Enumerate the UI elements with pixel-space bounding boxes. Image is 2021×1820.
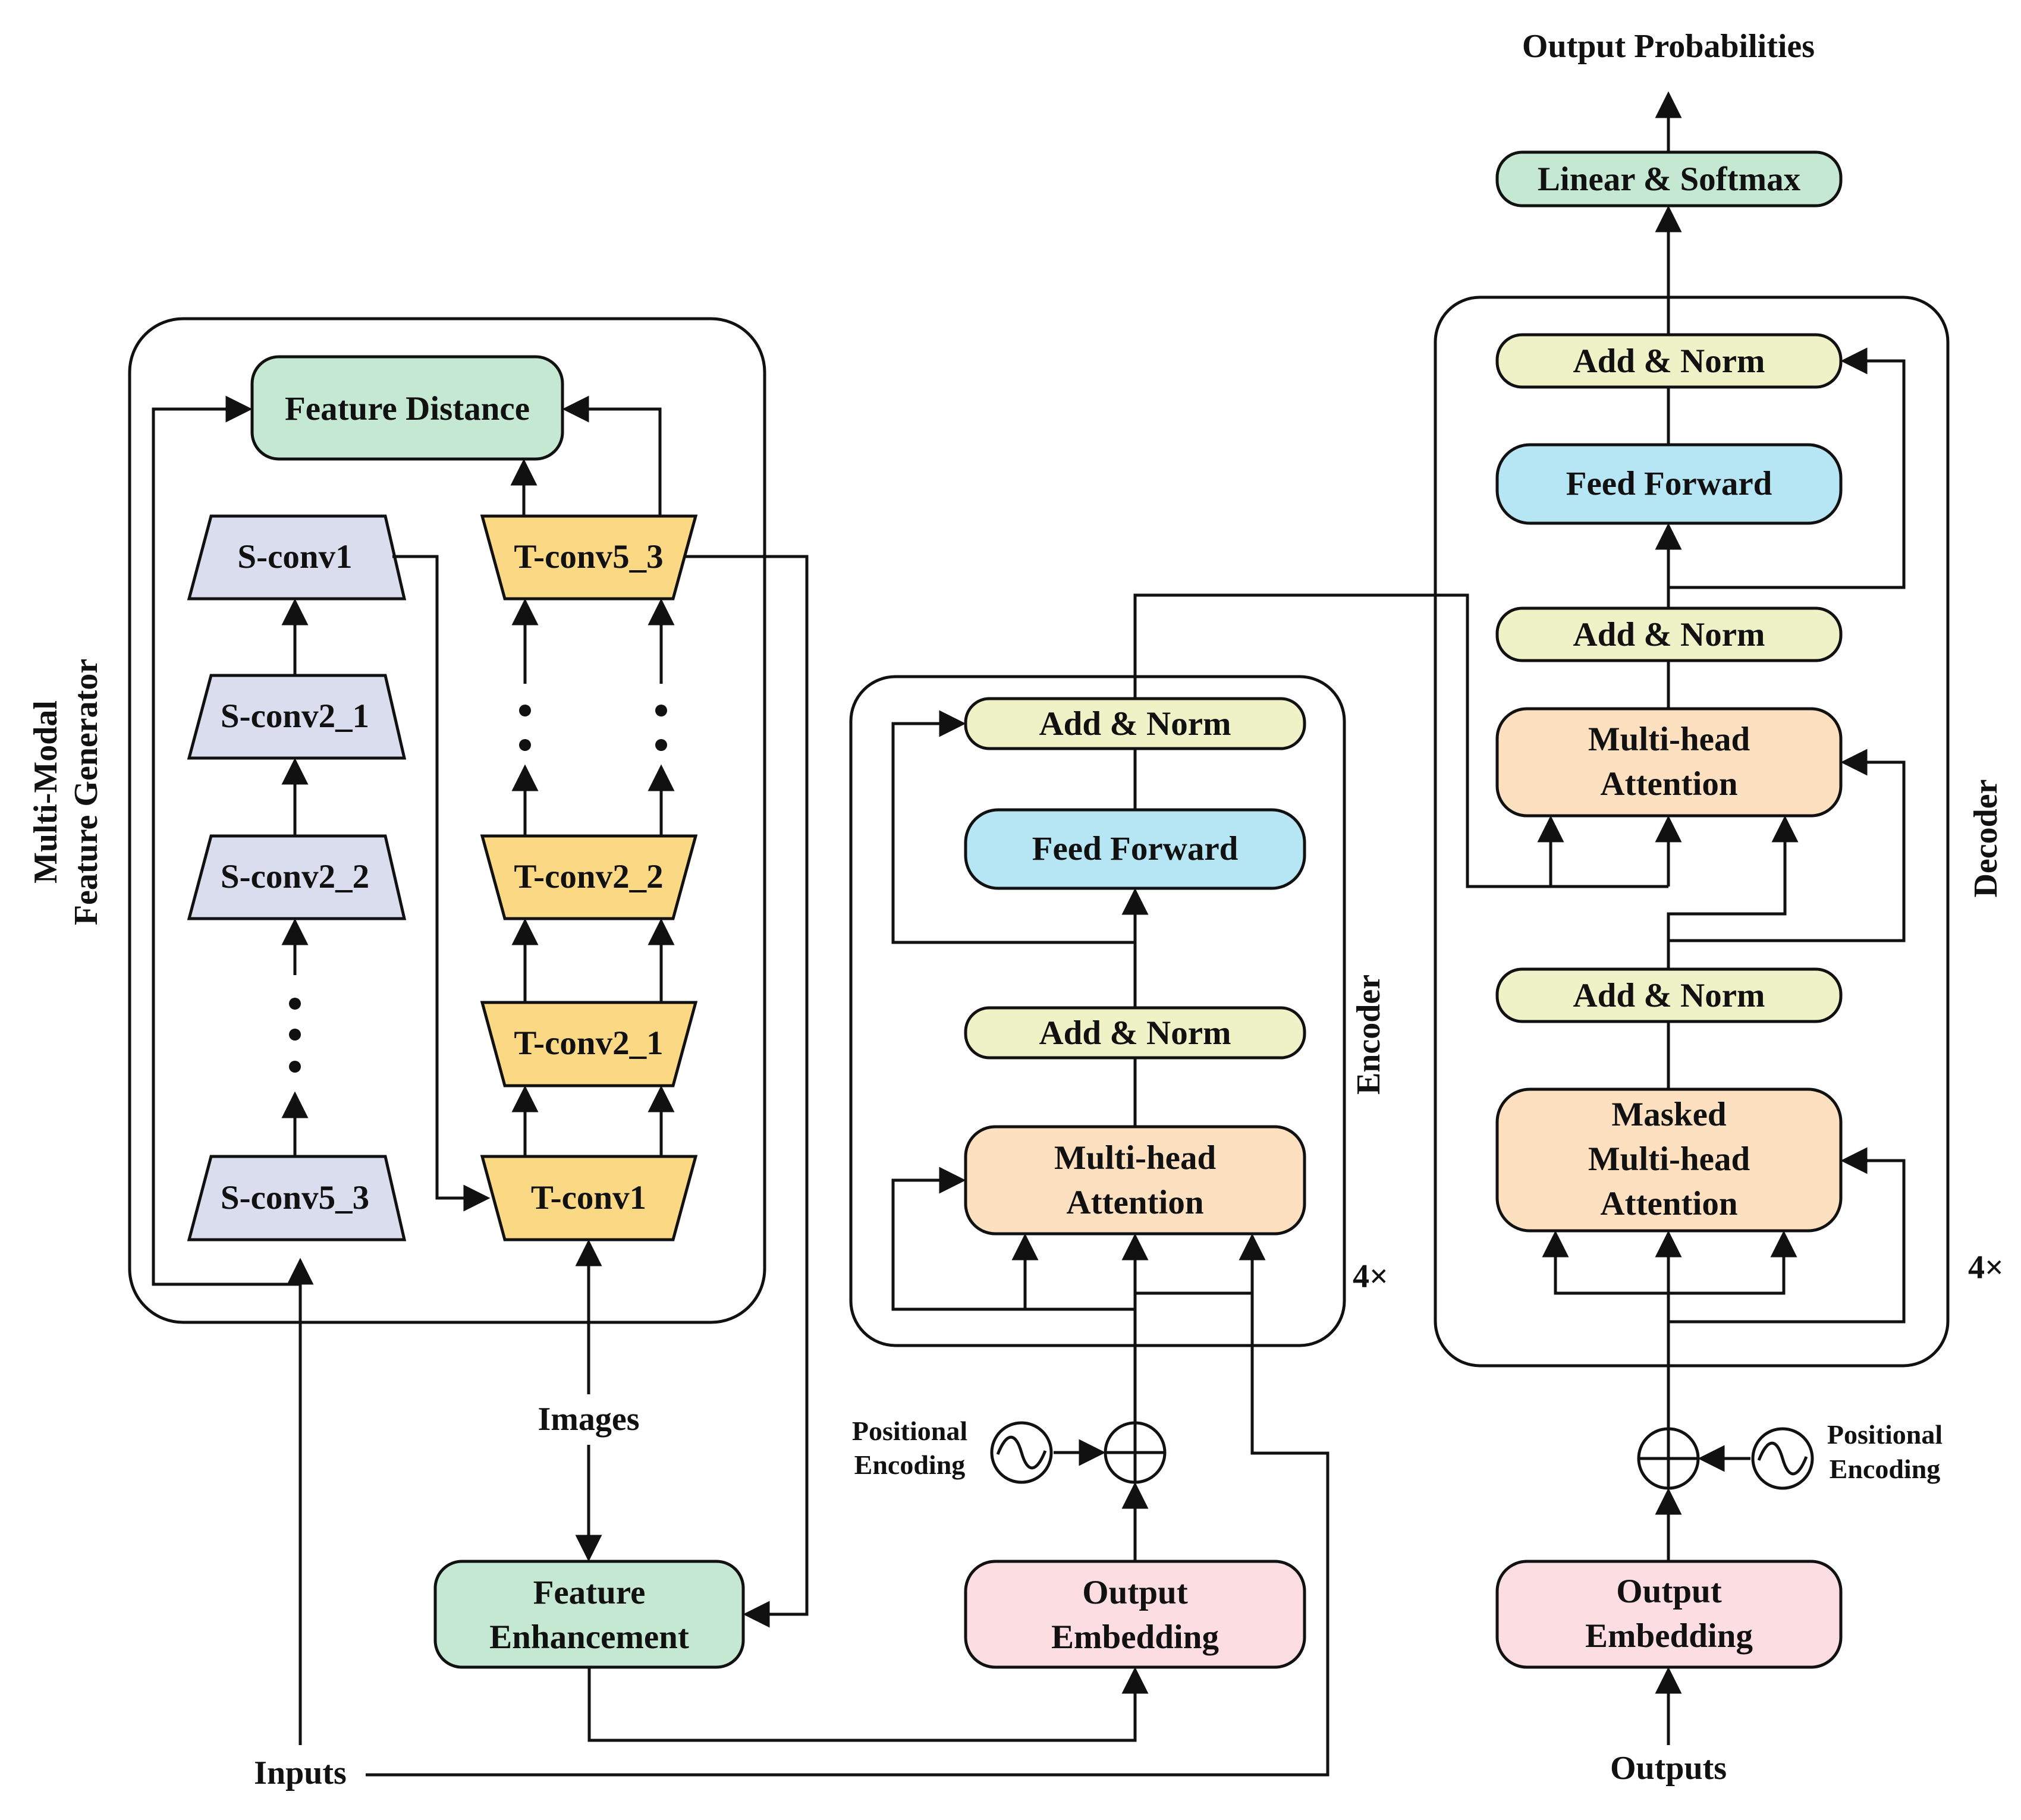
encoder-output-embedding: Output Embedding [964,1560,1306,1669]
decoder-positional-label-2: Encoding [1830,1454,1941,1484]
masked-label-1: Masked [1611,1096,1726,1133]
decoder-add-norm-bottom-label: Add & Norm [1573,977,1765,1014]
decoder-embedding-label-2: Embedding [1585,1617,1753,1655]
decoder-add-norm-top: Add & Norm [1495,333,1843,389]
t-conv2-2-label: T-conv2_2 [514,858,663,895]
ellipsis-dots [289,705,667,1073]
t-conv5-3-block: T-conv5_3 [480,514,698,601]
generator-title-line1: Multi-Modal [27,700,64,884]
decoder-container [1434,296,1950,1368]
decoder-mha-label-2: Attention [1600,765,1737,803]
decoder-add-norm-mid: Add & Norm [1495,606,1843,662]
encoder-label: Encoder [1350,975,1387,1095]
s-conv5-3-label: S-conv5_3 [221,1179,369,1217]
decoder-label: Decoder [1967,779,2004,897]
decoder-linear-softmax: Linear & Softmax [1495,150,1843,208]
decoder-feed-forward-label: Feed Forward [1566,465,1772,502]
s-conv1-block: S-conv1 [187,514,407,601]
feature-enhancement-label-2: Enhancement [489,1618,689,1656]
decoder-positional-label-1: Positional [1827,1419,1943,1450]
decoder-add-norm-bottom: Add & Norm [1495,967,1843,1023]
encoder-embedding-label-1: Output [1082,1574,1187,1611]
decoder-embedding-label-1: Output [1616,1573,1721,1610]
encoder-add-norm-bottom-label: Add & Norm [1039,1014,1231,1052]
t-conv2-2-block: T-conv2_2 [480,834,698,920]
feature-distance-label: Feature Distance [285,390,530,428]
masked-label-3: Attention [1600,1185,1737,1222]
encoder-add-norm-top-label: Add & Norm [1039,705,1231,743]
encoder-positional-label-2: Encoding [854,1450,966,1480]
encoder-add-norm-bottom: Add & Norm [964,1006,1306,1060]
output-probabilities-label: Output Probabilities [1522,28,1815,65]
encoder-embedding-label-2: Embedding [1051,1618,1219,1656]
decoder-sine-wave-icon [1751,1427,1814,1490]
masked-label-2: Multi-head [1588,1140,1750,1178]
encoder-sine-wave-icon [990,1421,1053,1484]
outputs-label: Outputs [1610,1750,1727,1787]
decoder-add-norm-top-label: Add & Norm [1573,342,1765,380]
t-conv2-1-block: T-conv2_1 [480,1001,698,1087]
encoder-add-circle [1104,1421,1167,1484]
encoder-feed-forward-label: Feed Forward [1032,830,1239,867]
feature-enhancement-label-1: Feature [533,1574,646,1611]
decoder-mha-label-1: Multi-head [1588,721,1750,758]
encoder-mha-label-2: Attention [1066,1184,1203,1221]
t-conv1-block: T-conv1 [480,1155,698,1241]
encoder-multi-head-attention: Multi-head Attention [964,1125,1306,1236]
encoder-feed-forward: Feed Forward [964,808,1306,890]
s-conv2-1-label: S-conv2_1 [221,697,369,735]
t-conv5-3-label: T-conv5_3 [514,538,663,576]
t-conv2-1-label: T-conv2_1 [514,1024,663,1062]
s-conv5-3-block: S-conv5_3 [187,1155,407,1241]
encoder-add-norm-top: Add & Norm [964,697,1306,750]
images-label: Images [538,1401,639,1438]
s-conv2-1-block: S-conv2_1 [187,674,407,760]
decoder-add-circle [1637,1427,1700,1490]
encoder-container [849,675,1346,1347]
feature-distance-box: Feature Distance [250,355,564,461]
feature-enhancement-box: Feature Enhancement [433,1560,745,1669]
encoder-mha-label-1: Multi-head [1054,1139,1217,1177]
decoder-repeat-label: 4× [1968,1249,2004,1286]
s-conv1-label: S-conv1 [237,538,352,576]
inputs-label: Inputs [254,1755,347,1791]
generator-container [128,317,766,1324]
connectors [152,91,1906,1777]
decoder-add-norm-mid-label: Add & Norm [1573,616,1765,653]
decoder-multi-head-attention: Multi-head Attention [1495,707,1843,818]
s-conv2-2-label: S-conv2_2 [221,858,369,895]
decoder-output-embedding: Output Embedding [1495,1560,1843,1669]
decoder-feed-forward: Feed Forward [1495,443,1843,525]
t-conv1-label: T-conv1 [531,1179,646,1217]
encoder-repeat-label: 4× [1353,1258,1388,1295]
encoder-positional-label-1: Positional [852,1416,967,1446]
generator-title-line2: Feature Generator [68,659,105,925]
s-conv2-2-block: S-conv2_2 [187,834,407,920]
decoder-masked-attention: Masked Multi-head Attention [1495,1087,1843,1233]
linear-softmax-label: Linear & Softmax [1538,161,1801,198]
